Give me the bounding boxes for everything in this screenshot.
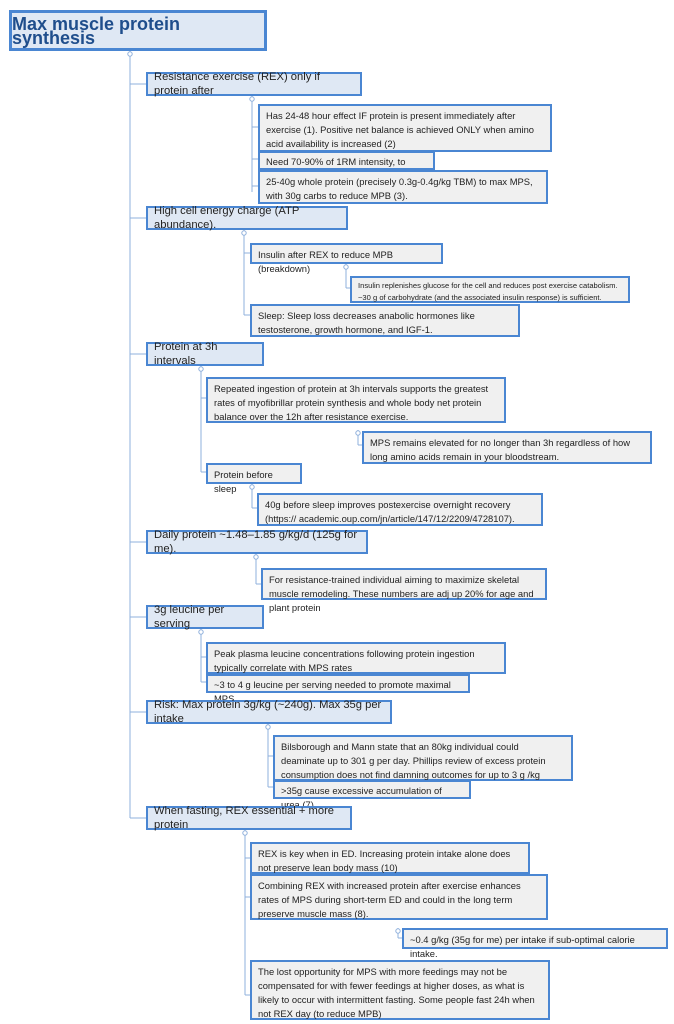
note-rex-whole-protein[interactable]: 25-40g whole protein (precisely 0.3g-0.4…	[258, 170, 548, 204]
note-protein-before-sleep[interactable]: Protein before sleep	[206, 463, 302, 494]
note-resistance-trained[interactable]: For resistance-trained individual aiming…	[261, 568, 547, 613]
topic-cell-energy[interactable]: High cell energy charge (ATP abundance).	[146, 205, 348, 231]
topic-resistance-exercise[interactable]: Resistance exercise (REX) only if protei…	[146, 71, 362, 97]
note-bilsborough-mann[interactable]: Bilsborough and Mann state that an 80kg …	[273, 735, 573, 781]
note-rex-intensity[interactable]: Need 70-90% of 1RM intensity, to failure	[258, 151, 435, 181]
note-insulin-after-rex[interactable]: Insulin after REX to reduce MPB (breakdo…	[250, 243, 443, 274]
note-sub-optimal-calorie[interactable]: ~0.4 g/kg (35g for me) per intake if sub…	[402, 928, 668, 959]
topic-fasting[interactable]: When fasting, REX essential + more prote…	[146, 805, 352, 831]
note-40g-before-sleep[interactable]: 40g before sleep improves postexercise o…	[257, 493, 543, 526]
note-leucine-per-serving[interactable]: ~3 to 4 g leucine per serving needed to …	[206, 674, 470, 704]
note-rex-effect[interactable]: Has 24-48 hour effect IF protein is pres…	[258, 104, 552, 152]
topic-leucine[interactable]: 3g leucine per serving	[146, 604, 264, 630]
note-rex-key-in-ed[interactable]: REX is key when in ED. Increasing protei…	[250, 842, 530, 874]
note-repeated-ingestion[interactable]: Repeated ingestion of protein at 3h inte…	[206, 377, 506, 423]
topic-protein-3h-intervals[interactable]: Protein at 3h intervals	[146, 341, 264, 367]
note-urea-accumulation[interactable]: >35g cause excessive accumulation of ure…	[273, 780, 471, 810]
root-topic[interactable]: Max muscle protein synthesis	[9, 10, 267, 51]
note-combining-rex-protein[interactable]: Combining REX with increased protein aft…	[250, 874, 548, 920]
topic-daily-protein[interactable]: Daily protein ~1.48–1.85 g/kg/d (125g fo…	[146, 529, 368, 555]
note-insulin-glucose[interactable]: Insulin replenishes glucose for the cell…	[350, 276, 630, 303]
note-sleep-hormones[interactable]: Sleep: Sleep loss decreases anabolic hor…	[250, 304, 520, 337]
note-peak-leucine[interactable]: Peak plasma leucine concentrations follo…	[206, 642, 506, 674]
topic-risk-max-protein[interactable]: Risk: Max protein 3g/kg (~240g). Max 35g…	[146, 699, 392, 725]
note-mps-elevated[interactable]: MPS remains elevated for no longer than …	[362, 431, 652, 464]
note-lost-opportunity[interactable]: The lost opportunity for MPS with more f…	[250, 960, 550, 1020]
